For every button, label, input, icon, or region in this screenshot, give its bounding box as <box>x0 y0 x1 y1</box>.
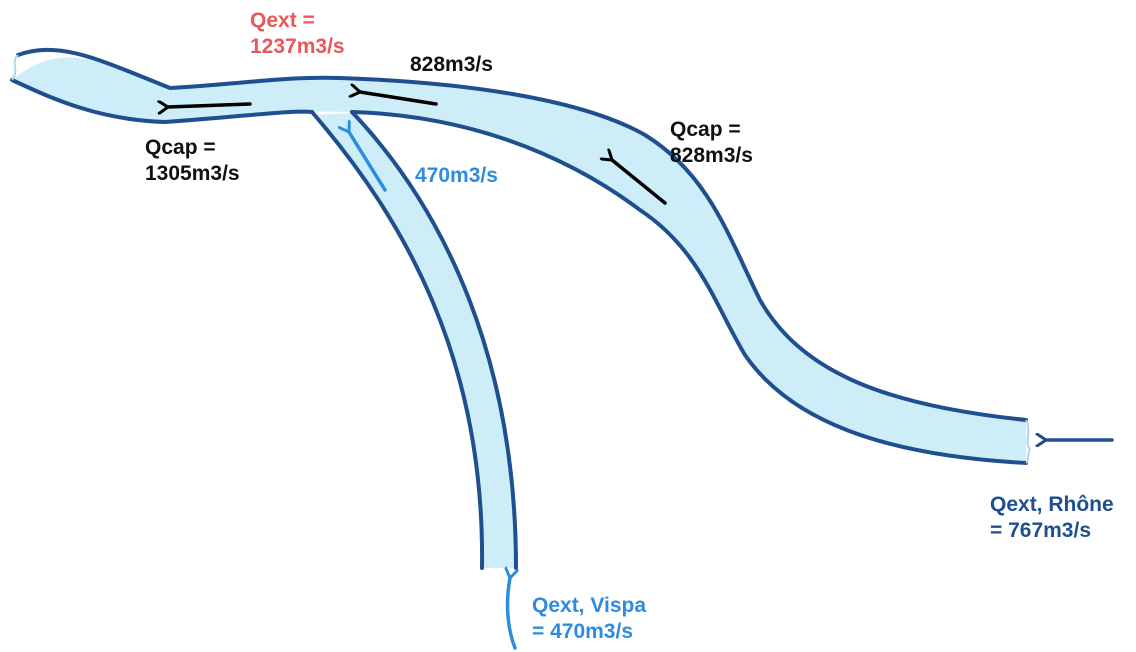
rhone-upper-flow-label: 828m3/s <box>410 52 493 78</box>
qcap-rhone-line1: Qcap = <box>670 118 741 141</box>
arrow-up-icon <box>508 578 515 650</box>
vispa-east-bank <box>350 110 518 570</box>
vispa-flow-value: 470m3/s <box>415 164 498 187</box>
qcap-downstream-label: Qcap = 1305m3/s <box>145 135 240 187</box>
vispa-west-bank <box>310 110 485 570</box>
qcap-downstream-line1: Qcap = <box>145 136 216 159</box>
arrow-left-icon <box>168 104 252 107</box>
qcap-downstream-line2: 1305m3/s <box>145 162 240 185</box>
qext-vispa-line2: = 470m3/s <box>532 620 634 643</box>
vispa-flow-label: 470m3/s <box>415 163 498 189</box>
rhone-south-bank <box>10 78 1028 465</box>
vispa-river-water <box>312 113 516 568</box>
rhone-upper-flow-value: 828m3/s <box>410 53 493 76</box>
qext-rhone-label: Qext, Rhône = 767m3/s <box>990 492 1114 544</box>
rhone-downstream-cut-edge <box>11 54 19 81</box>
qext-confluence-line2: 1237m3/s <box>250 35 345 58</box>
qext-confluence-label: Qext = 1237m3/s <box>250 8 345 60</box>
qcap-rhone-line2: 828m3/s <box>670 144 753 167</box>
arrow-left-icon <box>360 92 438 106</box>
rhone-river-water <box>12 57 1026 464</box>
qext-vispa-label: Qext, Vispa = 470m3/s <box>532 593 646 645</box>
rhone-north-bank <box>16 47 1028 422</box>
arrow-up-left-icon <box>612 160 667 205</box>
qcap-rhone-label: Qcap = 828m3/s <box>670 117 753 169</box>
rhone-cut-edge <box>1025 419 1032 464</box>
qext-rhone-line1: Qext, Rhône <box>990 493 1114 516</box>
qext-confluence-line1: Qext = <box>250 9 315 32</box>
qext-rhone-line2: = 767m3/s <box>990 519 1092 542</box>
qext-vispa-line1: Qext, Vispa <box>532 594 647 617</box>
arrow-up-left-icon <box>349 132 387 192</box>
